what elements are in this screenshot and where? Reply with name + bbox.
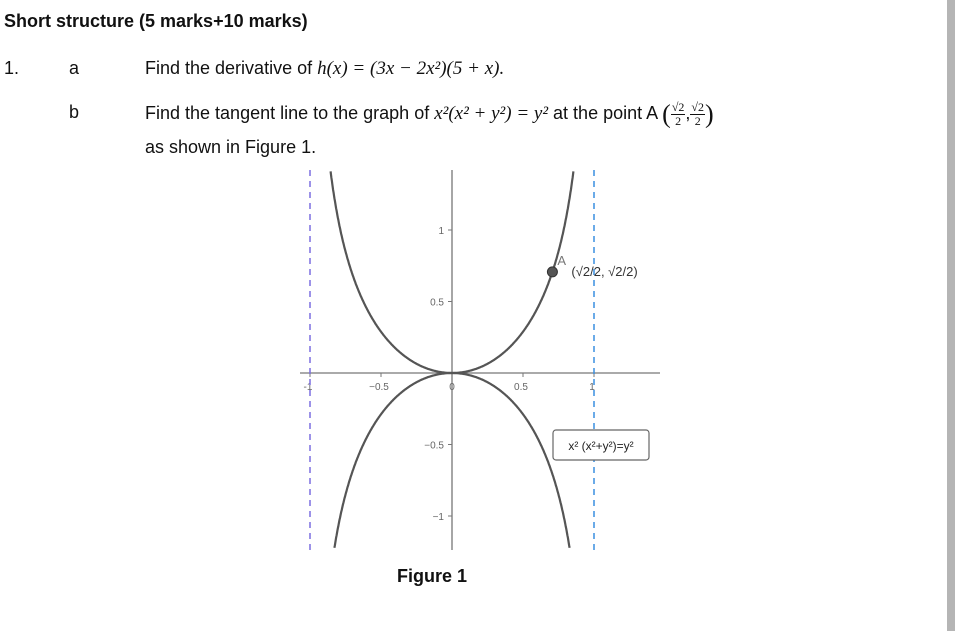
equation-label: x² (x²+y²)=y² [568, 439, 633, 453]
curve-branch [333, 371, 452, 549]
part-a-text: Find the derivative of h(x) = (3x − 2x²)… [145, 58, 504, 80]
part-b-text: Find the tangent line to the graph of x²… [145, 99, 714, 129]
x-tick-label: −0.5 [369, 382, 389, 393]
part-b-label: b [69, 102, 80, 122]
y-tick-label: −1 [433, 512, 445, 523]
figure-caption: Figure 1 [397, 566, 468, 586]
curve-branch [452, 371, 571, 549]
question-number: 1. [4, 58, 20, 78]
part-a-prompt: Find the derivative of [145, 58, 318, 78]
part-a-label: a [69, 58, 80, 78]
y-tick-label: 1 [438, 226, 444, 237]
section-heading: Short structure (5 marks+10 marks) [4, 11, 308, 31]
x-tick-label: 1 [589, 382, 595, 393]
part-b-equation: x²(x² + y²) = y² [434, 103, 549, 124]
y-tick-label: 0.5 [430, 298, 444, 309]
part-b-prompt-2: at the point A [548, 103, 663, 123]
part-b-continuation: as shown in Figure 1. [145, 137, 317, 157]
part-b-prompt: Find the tangent line to the graph of [145, 103, 435, 123]
x-tick-label: 0.5 [514, 382, 528, 393]
vertical-scrollbar[interactable] [947, 0, 955, 631]
point-a-label: (√2/2, √2/2) [571, 264, 637, 279]
x-tick-label: -1 [304, 382, 313, 393]
x-tick-label: 0 [449, 382, 455, 393]
point-a-name: A [557, 253, 566, 268]
point-a-marker [546, 266, 558, 278]
curve-branch [329, 171, 452, 375]
equation-label-box [552, 429, 650, 461]
part-a-function: h(x) = (3x − 2x²)(5 + x). [317, 58, 505, 79]
y-tick-label: −0.5 [424, 441, 444, 452]
